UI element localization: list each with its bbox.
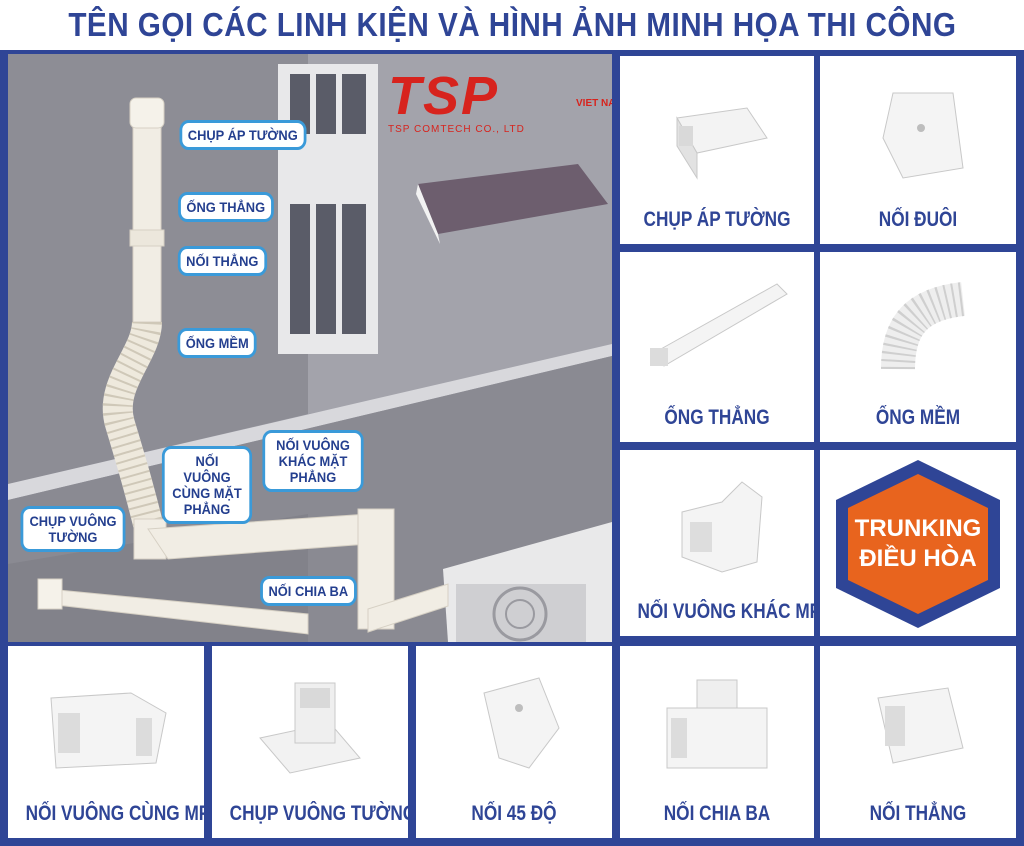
card-label: NỐI CHIA BA	[663, 802, 771, 825]
tee-connector-icon	[666, 679, 768, 769]
card-label: NỐI VUÔNG CÙNG MP	[25, 802, 211, 825]
callout-noi-vuong-cung: NỐI VUÔNG CÙNG MẶT PHẲNG	[161, 446, 253, 524]
card-ong-thang: ỐNG THẲNG	[620, 252, 814, 442]
callout-noi-chia-ba: NỐI CHIA BA	[260, 576, 357, 606]
callout-ong-thang: ỐNG THẲNG	[178, 192, 274, 222]
badge-line2: ĐIỀU HÒA	[859, 545, 977, 572]
card-noi-45-do: NỐI 45 ĐỘ	[416, 646, 612, 838]
elbow-45-icon	[483, 677, 560, 769]
straight-connector-icon	[877, 687, 964, 764]
tsp-logo: TSP VIET NAM TSP COMTECH CO., LTD	[388, 68, 612, 138]
card-noi-thang: NỐI THẲNG	[820, 646, 1016, 838]
elbow-same-plane-icon	[50, 692, 167, 769]
card-label: NỐI ĐUÔI	[878, 208, 958, 231]
callout-noi-thang: NỐI THẲNG	[177, 246, 267, 276]
trunking-badge: TRUNKING ĐIỀU HÒA	[820, 450, 1016, 636]
badge-line1: TRUNKING	[854, 515, 982, 542]
callout-ong-mem: ỐNG MỀM	[177, 328, 257, 358]
card-label: CHỤP ÁP TƯỜNG	[643, 208, 791, 231]
card-noi-vuong-cung-mp: NỐI VUÔNG CÙNG MP	[8, 646, 211, 838]
card-noi-chia-ba: NỐI CHIA BA	[620, 646, 814, 838]
card-label: ỐNG MỀM	[875, 406, 961, 429]
logo-company: TSP COMTECH CO., LTD	[388, 124, 525, 135]
card-ong-mem: ỐNG MỀM	[820, 252, 1016, 442]
square-wall-cover-icon	[259, 682, 361, 774]
wall-cover-icon	[676, 107, 768, 180]
title-bar: TÊN GỌI CÁC LINH KIỆN VÀ HÌNH ẢNH MINH H…	[0, 0, 1024, 50]
straight-duct-icon	[650, 283, 788, 367]
wall-scene-graphic	[8, 54, 612, 642]
elbow-other-plane-icon	[681, 481, 763, 573]
callout-chup-ap-tuong: CHỤP ÁP TƯỜNG	[179, 120, 306, 150]
card-label: CHỤP VUÔNG TƯỜNG	[229, 802, 417, 825]
flexible-hose-icon	[881, 282, 966, 370]
card-label: NỐI 45 ĐỘ	[471, 802, 557, 825]
logo-brand: TSP	[388, 66, 500, 126]
card-noi-vuong-khac-mp: NỐI VUÔNG KHÁC MP	[620, 450, 822, 636]
callout-chup-vuong-tuong: CHỤP VUÔNG TƯỜNG	[20, 506, 126, 552]
card-chup-ap-tuong: CHỤP ÁP TƯỜNG	[620, 56, 814, 244]
page-title: TÊN GỌI CÁC LINH KIỆN VÀ HÌNH ẢNH MINH H…	[67, 6, 957, 43]
card-label: NỐI THẲNG	[869, 802, 967, 825]
card-chup-vuong-tuong: CHỤP VUÔNG TƯỜNG	[212, 646, 417, 838]
card-label: NỐI VUÔNG KHÁC MP	[637, 600, 822, 623]
hexagon-badge-icon	[836, 460, 1000, 628]
end-connector-icon	[882, 92, 964, 179]
card-label: ỐNG THẲNG	[664, 406, 770, 429]
badge-text: TRUNKING ĐIỀU HÒA	[820, 514, 1016, 574]
callout-noi-vuong-khac: NỐI VUÔNG KHÁC MẶT PHẲNG	[262, 430, 364, 492]
card-noi-duoi: NỐI ĐUÔI	[820, 56, 1016, 244]
installation-illustration: TSP VIET NAM TSP COMTECH CO., LTD CHỤP Á…	[8, 54, 612, 642]
logo-tag: VIET NAM	[576, 98, 612, 109]
